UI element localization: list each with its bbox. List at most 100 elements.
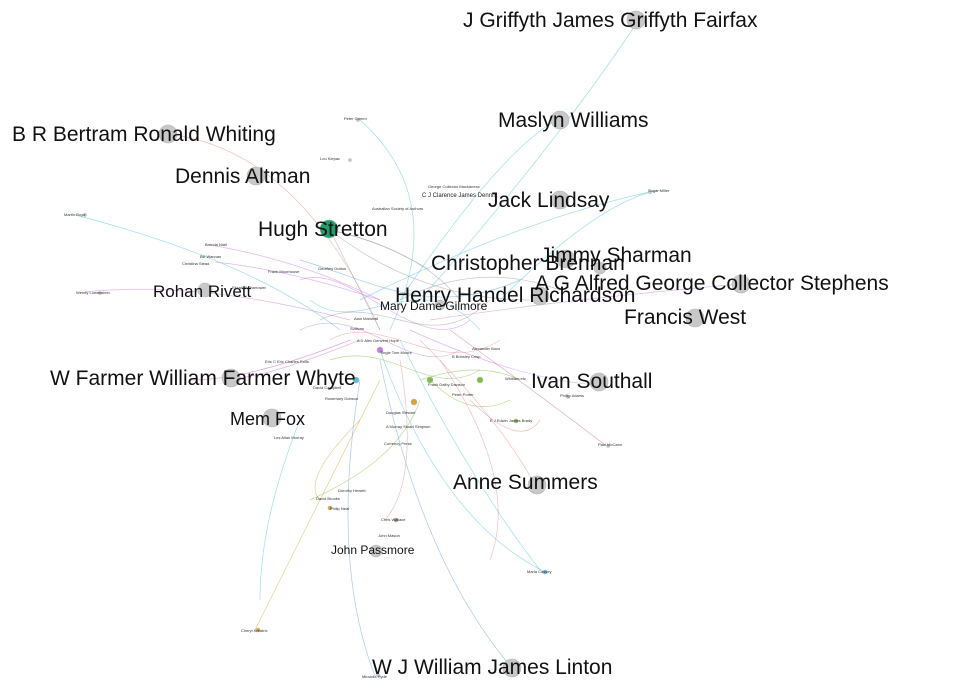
label-whiting: B R Bertram Ronald Whiting: [12, 123, 276, 146]
label-small: A D Alec Derwent Hope: [357, 338, 400, 343]
edge: [214, 261, 381, 301]
edge: [429, 379, 511, 407]
node-small[interactable]: [327, 505, 333, 511]
label-linton: W J William James Linton: [372, 656, 612, 679]
node-summers[interactable]: [527, 475, 547, 495]
node-sharman[interactable]: [556, 249, 576, 269]
label-small: Christina Stead: [182, 261, 209, 266]
label-passmore: John Passmore: [331, 543, 415, 557]
label-small: Bill Wannan: [200, 254, 221, 259]
edge: [329, 355, 481, 379]
node-small[interactable]: [476, 376, 484, 384]
node-west[interactable]: [685, 308, 705, 328]
label-richardson: Henry Handel Richardson: [395, 284, 635, 307]
edge: [409, 329, 599, 386]
label-small: B Brinsley Crisp: [452, 354, 481, 359]
edge: [329, 331, 501, 353]
node-richardson[interactable]: [530, 286, 550, 306]
edge: [299, 322, 461, 358]
label-summers: Anne Summers: [453, 471, 598, 494]
node-small[interactable]: [542, 569, 548, 575]
node-brennan[interactable]: [593, 261, 607, 275]
edge: [399, 339, 541, 571]
node-small[interactable]: [513, 418, 519, 424]
label-memfox: Mem Fox: [230, 409, 305, 429]
label-small: E J Edwin James Brady: [490, 418, 532, 423]
node-small[interactable]: [98, 291, 102, 295]
node-small[interactable]: [606, 444, 610, 448]
node-small[interactable]: [356, 118, 360, 122]
label-small: Miranda Hyde: [362, 674, 388, 679]
node-small[interactable]: [352, 376, 360, 384]
edge: [314, 419, 361, 501]
label-stephens: A G Alfred George Collector Stephens: [535, 272, 889, 295]
label-small: Chris Wallace: [381, 517, 406, 522]
edge: [399, 117, 561, 301]
label-small: Paul McCann: [598, 442, 622, 447]
edge: [309, 399, 421, 501]
node-linton[interactable]: [502, 658, 522, 678]
label-whyte: W Farmer William Farmer Whyte: [50, 367, 356, 390]
label-gilmore: Mary Dame Gilmore: [380, 299, 488, 313]
node-griffyth[interactable]: [626, 10, 646, 30]
node-lindsay[interactable]: [550, 190, 570, 210]
label-small: Wendy Lowenstein: [76, 290, 110, 295]
node-small[interactable]: [648, 190, 652, 194]
label-small: David Brooks: [316, 496, 340, 501]
edge: [359, 119, 415, 331]
edge: [259, 419, 301, 601]
label-small: Alan Marshall: [354, 316, 378, 321]
edge: [359, 191, 651, 301]
label-small: Rosemary Dobson: [325, 396, 358, 401]
node-small[interactable]: [255, 627, 261, 633]
node-small[interactable]: [83, 213, 87, 217]
label-small: Elizabeth Harrower: [232, 285, 267, 290]
label-small: Phillip Adams: [560, 393, 584, 398]
label-small: Geoffrey Dutton: [318, 266, 346, 271]
node-small[interactable]: [426, 376, 434, 384]
label-small: Sugar Miller: [648, 188, 670, 193]
label-rivett: Rohan Rivett: [153, 282, 252, 301]
label-small: Brenda Niall: [205, 242, 227, 247]
node-whiting[interactable]: [158, 124, 178, 144]
node-small[interactable]: [566, 395, 570, 399]
label-small: Currency Press: [384, 441, 412, 446]
label-small: Alexander Buzo: [472, 346, 501, 351]
node-southall[interactable]: [589, 372, 609, 392]
label-small: C J Clarence James Dennis: [422, 193, 496, 199]
label-small: A Murray Stuart Simpson: [386, 424, 430, 429]
label-west: Francis West: [624, 306, 746, 329]
node-passmore[interactable]: [369, 544, 383, 558]
label-layer: J Griffyth James Griffyth Fairfax B R Be…: [12, 9, 889, 679]
edge: [209, 244, 381, 301]
node-memfox[interactable]: [262, 408, 282, 428]
label-altman: Dennis Altman: [175, 165, 310, 188]
edge: [419, 339, 536, 486]
edge-layer: [74, 17, 741, 677]
node-small[interactable]: [348, 158, 352, 162]
node-stephens[interactable]: [731, 274, 751, 294]
node-stretton[interactable]: [319, 219, 339, 239]
label-small: Peter Grimm: [344, 116, 367, 121]
label-stretton: Hugh Stretton: [258, 218, 388, 241]
edge: [499, 189, 661, 301]
edge: [384, 359, 408, 521]
label-small: Peter Porter: [452, 392, 474, 397]
node-small[interactable]: [376, 673, 380, 677]
node-small[interactable]: [393, 517, 399, 523]
label-small: Tingle Tom Moore: [380, 350, 413, 355]
edge: [309, 299, 481, 331]
label-small: Martin Boyd: [64, 212, 85, 217]
edge: [254, 379, 381, 631]
label-small: Sullivan: [350, 326, 364, 331]
node-rivett[interactable]: [197, 282, 213, 298]
node-maslyn[interactable]: [550, 110, 570, 130]
label-small: Dorothy Hewett: [338, 488, 366, 493]
node-gilmore[interactable]: [434, 299, 446, 311]
node-small[interactable]: [376, 346, 384, 354]
edge: [299, 259, 521, 298]
node-altman[interactable]: [246, 166, 266, 186]
node-whyte[interactable]: [221, 368, 241, 388]
node-small[interactable]: [410, 398, 418, 406]
